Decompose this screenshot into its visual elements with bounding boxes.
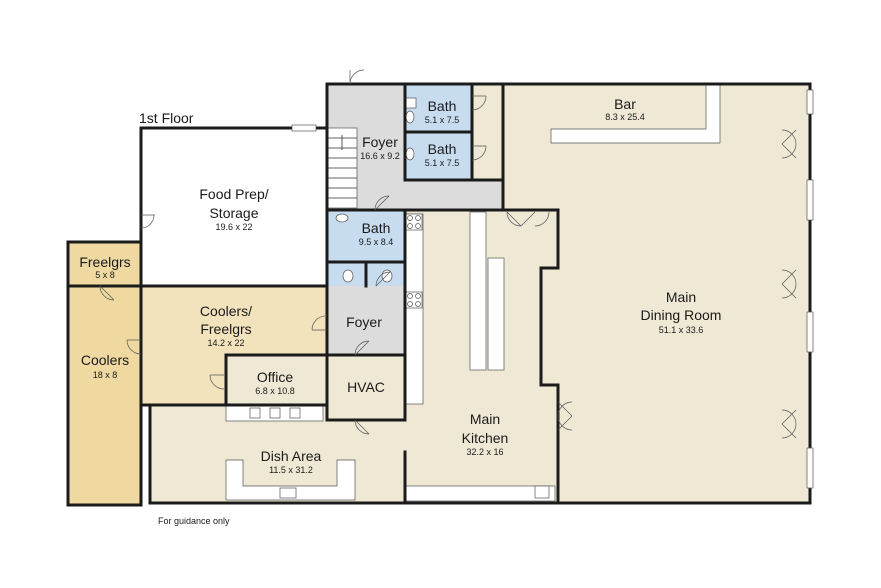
door-swing [140,214,155,229]
freelgrs-name: Freelgrs [79,254,130,270]
window [806,89,814,115]
stove-1-burner-b [415,215,421,221]
coolers-freelgrs-name-2: Freelgrs [200,321,251,337]
stove-2-burner-c [407,301,413,307]
bar-corridor-fill [472,84,503,180]
food-prep-dims: 19.6 x 22 [215,222,252,232]
dish-sink [279,487,297,499]
door-swing [99,285,115,301]
door-swing [781,129,797,159]
main-kitchen-dims: 32.2 x 16 [466,447,503,457]
hvac-fill [327,355,405,420]
freelgrs-fill [68,242,141,286]
door-swing [209,374,225,390]
kitchen-sink [534,485,550,499]
food-prep-fill [141,128,327,285]
toilet-icon [342,269,354,283]
freelgrs-dims: 5 x 8 [95,270,115,280]
washbasin-icon [335,213,349,223]
door-swing [557,401,573,431]
fixtures [225,83,721,502]
foyer-top-dims: 16.6 x 9.2 [360,151,400,161]
foyer-top-name: Foyer [362,134,398,150]
toilet-icon [405,147,415,161]
main-dining-name-2: Dining Room [641,307,722,323]
dish-area-dims: 11.5 x 31.2 [269,465,313,475]
toilet-icon [381,269,393,283]
dish-area-name: Dish Area [261,448,322,464]
coolers-fill [68,286,141,505]
office-sink-2 [269,407,281,419]
bath-2-dims: 5.1 x 7.5 [425,158,460,168]
food-prep-name-2: Storage [209,205,258,221]
stairs [326,127,358,209]
window [291,124,317,132]
office-dims: 6.8 x 10.8 [255,386,295,396]
windows [291,89,814,489]
main-dining-dims: 51.1 x 33.6 [659,325,704,335]
door-swing [471,95,487,111]
door-swing [349,69,365,85]
foyer-mid-fill [327,286,405,355]
stove-1-burner-d [415,223,421,229]
door-swing [375,271,391,287]
office-sink-3 [289,407,301,419]
foyer-top-fill [327,84,503,210]
coolers-dims: 18 x 8 [93,370,118,380]
guidance-note: For guidance only [158,516,230,526]
door-swing [354,419,370,435]
coolers-freelgrs-dims: 14.2 x 22 [207,338,244,348]
door-swing [374,195,390,211]
toilet-icon [405,110,415,124]
coolers-freelgrs-fill [141,286,327,405]
stove-2-burner-b [415,293,421,299]
doors [99,69,797,439]
bath-2-name: Bath [428,141,457,157]
door-swing [781,269,797,299]
washbasin-icon [405,97,417,109]
floor-label: 1st Floor [139,110,194,126]
bar-dims: 8.3 x 25.4 [605,112,645,122]
office-fill [226,355,327,405]
coolers-name: Coolers [81,352,129,368]
window [806,179,814,221]
door-swing [781,409,797,439]
stove-1-burner-a [407,215,413,221]
walls [66,82,812,507]
bath-1-dims: 5.1 x 7.5 [425,115,460,125]
food-prep-name-1: Food Prep/ [199,186,268,202]
door-swing [126,339,142,355]
labels: 1st Floor Food Prep/ Storage 19.6 x 22 F… [79,96,721,526]
bar-name: Bar [614,96,636,112]
hvac-name: HVAC [347,379,385,395]
stove-2-burner-d [415,301,421,307]
door-swing [471,145,487,161]
office-sink-1 [249,407,261,419]
kitchen-island-2 [487,257,505,371]
coolers-freelgrs-name-1: Coolers/ [200,303,252,319]
dish-counter [225,459,356,501]
door-swing [506,211,550,227]
kitchen-island-1 [469,211,487,371]
stove-2-burner-a [407,293,413,299]
main-kitchen-name-2: Kitchen [462,430,509,446]
foyer-mid-name: Foyer [346,314,382,330]
bath-3-name: Bath [362,220,391,236]
bath-3-dims: 9.5 x 8.4 [359,237,394,247]
office-name: Office [257,369,294,385]
stove-1-burner-c [407,223,413,229]
main-dining-name-1: Main [666,289,696,305]
kitchen-counter-left [404,213,424,405]
door-swing [311,315,328,331]
window [806,311,814,353]
kitchen-counter-bottom [404,485,556,502]
door-swing [354,340,370,356]
main-kitchen-name-1: Main [470,411,500,427]
window [806,447,814,489]
bath-1-name: Bath [428,98,457,114]
bath-2-fill [405,132,472,180]
